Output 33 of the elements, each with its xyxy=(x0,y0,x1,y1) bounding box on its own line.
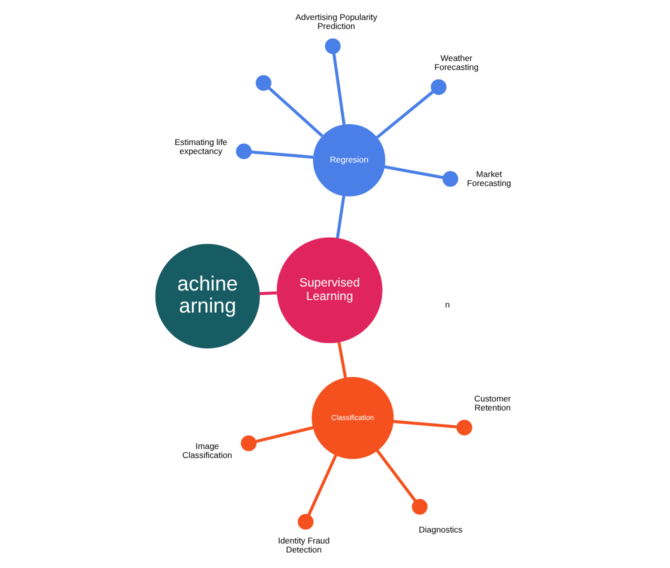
connector xyxy=(384,165,443,180)
node-label: Identity Fraud Detection xyxy=(278,535,330,554)
connector xyxy=(259,291,276,296)
node-circle xyxy=(236,144,252,160)
node-label: Market Forecasting xyxy=(466,169,511,188)
label: n xyxy=(444,299,450,310)
node-circle xyxy=(240,435,256,452)
node-circle xyxy=(456,420,472,436)
connector xyxy=(376,90,434,139)
node-label: Weather Forecasting xyxy=(434,52,478,72)
node-circle xyxy=(442,171,458,187)
node-label: Diagnostics xyxy=(418,524,462,534)
node-circle xyxy=(255,75,271,91)
node-circle xyxy=(324,38,340,54)
connector xyxy=(250,150,313,159)
connector xyxy=(306,454,337,516)
node-circle: Supervised Learning xyxy=(276,237,382,344)
connector xyxy=(335,196,345,238)
connector xyxy=(255,426,313,443)
node-label: Customer Retention xyxy=(474,393,510,412)
node-circle: Regresion xyxy=(312,124,385,196)
connector xyxy=(336,342,346,378)
connector xyxy=(376,450,416,502)
connector xyxy=(332,54,346,125)
node-label: Image Classification xyxy=(182,440,232,460)
node-label: Advertising Popularity Prediction xyxy=(294,12,377,32)
node-circle: achine arning xyxy=(154,244,260,348)
node-circle xyxy=(430,79,446,95)
node-circle xyxy=(297,514,314,530)
connector xyxy=(268,86,323,138)
node-circle xyxy=(411,498,428,515)
connector xyxy=(392,420,456,428)
node-label: Estimating life expectancy xyxy=(174,136,227,156)
